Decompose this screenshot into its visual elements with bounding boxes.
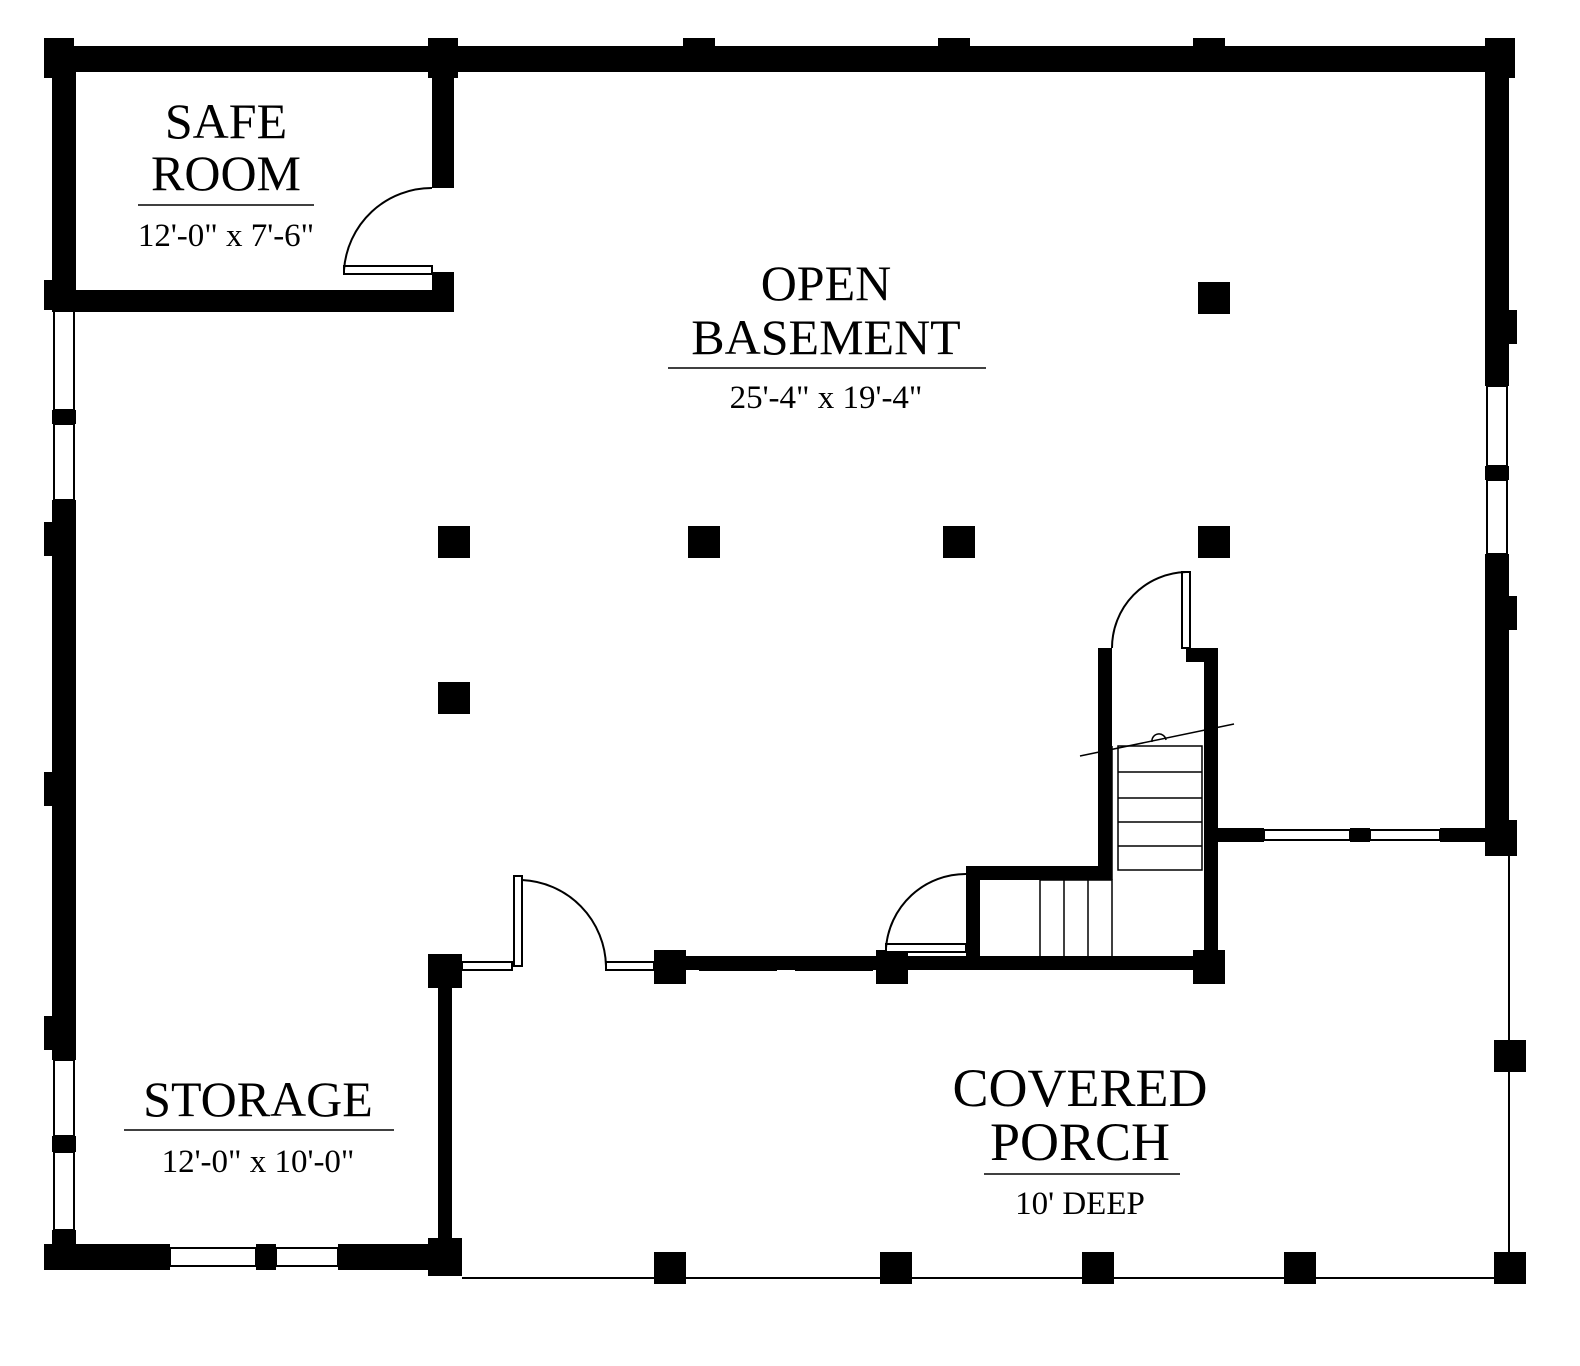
open-basement-name-line1: OPEN	[761, 255, 892, 311]
exterior-walls	[44, 38, 1517, 1276]
safe-room-dimensions: 12'-0" x 7'-6"	[138, 218, 314, 254]
wall-stub	[1485, 596, 1517, 630]
post	[1082, 1252, 1114, 1284]
covered-porch-name-line1: COVERED	[953, 1058, 1208, 1118]
door-leaf	[1181, 571, 1191, 649]
wall-stub	[938, 38, 970, 54]
posts	[438, 282, 1526, 1284]
closet-door	[885, 872, 967, 953]
wall-stair-west	[1098, 648, 1112, 874]
wall-left-upper	[52, 46, 76, 296]
basement-entry-door	[461, 875, 655, 971]
wall-stub	[44, 1016, 76, 1050]
stair-run-upper	[1117, 745, 1203, 871]
wall-top	[44, 46, 1514, 72]
storage-name: STORAGE	[143, 1071, 373, 1127]
wall-stair-east	[1204, 648, 1218, 958]
window-right-2	[1486, 479, 1508, 555]
wall-basement-south	[660, 956, 1220, 970]
wall-storage-east	[438, 960, 452, 1260]
safe-room-name-line1: SAFE	[165, 93, 287, 149]
post	[688, 526, 720, 558]
open-basement-label: OPEN BASEMENT 25'-4" x 19'-4"	[668, 255, 986, 416]
window-bottom-2	[275, 1247, 339, 1267]
post	[654, 1252, 686, 1284]
stairs	[1039, 723, 1235, 965]
window-right-1	[1486, 385, 1508, 467]
covered-porch-label: COVERED PORCH 10' DEEP	[953, 1058, 1208, 1222]
post	[1198, 282, 1230, 314]
post	[654, 950, 686, 984]
post	[880, 1252, 912, 1284]
wall-closet-west	[966, 866, 980, 970]
door-leaf	[513, 875, 523, 967]
post	[1284, 1252, 1316, 1284]
door-swing	[885, 872, 967, 949]
open-basement-name-line2: BASEMENT	[691, 309, 960, 365]
window-basement-south-1	[699, 957, 777, 971]
post	[1494, 1040, 1526, 1072]
wall-safe-room-south	[52, 290, 454, 312]
covered-porch-name-line2: PORCH	[990, 1112, 1170, 1172]
window-bottom-1	[169, 1247, 257, 1267]
window-left-4	[53, 1151, 75, 1231]
wall-porch-north	[1440, 828, 1490, 842]
door-leaf	[885, 943, 967, 953]
post	[428, 954, 462, 988]
storage-dimensions: 12'-0" x 10'-0"	[162, 1144, 355, 1180]
post	[1485, 820, 1517, 856]
door-swing	[343, 186, 433, 271]
wall-stair-north-east	[1186, 648, 1218, 662]
door-swing	[521, 879, 607, 967]
wall-bottom-mullion	[256, 1244, 276, 1270]
safe-room-name-line2: ROOM	[151, 145, 301, 201]
post	[1494, 1252, 1526, 1284]
wall-bottom-left	[44, 1244, 170, 1270]
stair-arrow	[1151, 733, 1167, 743]
post	[438, 682, 470, 714]
safe-room-walls	[52, 46, 454, 312]
window-left-3	[53, 1059, 75, 1137]
post	[1198, 526, 1230, 558]
wall-right-segment	[1485, 466, 1509, 480]
interior-windows	[462, 829, 1510, 1279]
wall-stair-south	[966, 866, 1112, 880]
interior-walls	[428, 648, 1490, 1260]
door-threshold	[461, 961, 513, 971]
window-left-2	[53, 423, 75, 501]
door-leaf	[343, 265, 433, 275]
stair-door	[1111, 571, 1191, 649]
open-basement-dimensions: 25'-4" x 19'-4"	[730, 380, 923, 416]
post	[876, 950, 908, 984]
stair-break-line	[1079, 723, 1235, 757]
wall-stub	[683, 38, 715, 54]
wall-left-segment	[52, 410, 76, 424]
door-threshold	[605, 961, 655, 971]
safe-room-label: SAFE ROOM 12'-0" x 7'-6"	[138, 93, 314, 254]
wall-porch-mullion	[1350, 828, 1370, 842]
storage-label: STORAGE 12'-0" x 10'-0"	[124, 1071, 394, 1180]
wall-left-segment	[52, 1136, 76, 1152]
wall-porch-north	[1218, 828, 1264, 842]
wall-safe-room-east-upper	[432, 46, 454, 188]
post	[438, 526, 470, 558]
stair-run-lower	[1039, 879, 1113, 965]
wall-bottom-right	[338, 1244, 444, 1270]
wall-stub	[44, 772, 76, 806]
wall-stub	[1485, 310, 1517, 344]
door-swing	[1111, 571, 1187, 649]
wall-stub	[1193, 38, 1225, 54]
window-porch-2	[1369, 829, 1441, 841]
window-porch-1	[1263, 829, 1351, 841]
post	[943, 526, 975, 558]
window-basement-south-2	[795, 957, 873, 971]
covered-porch-dimensions: 10' DEEP	[1015, 1186, 1145, 1222]
safe-room-door	[343, 186, 433, 275]
